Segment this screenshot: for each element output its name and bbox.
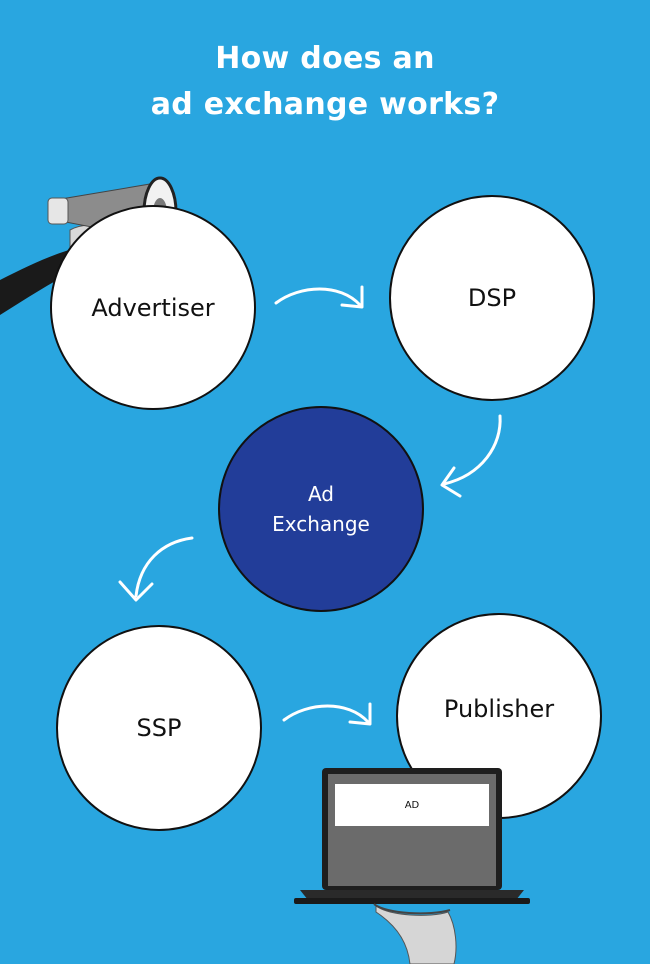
dsp-label: DSP bbox=[467, 284, 517, 312]
ad-exchange-label-line-1: Ad bbox=[307, 482, 334, 506]
arrow-icon bbox=[440, 414, 502, 498]
ad-exchange-label-line-2: Exchange bbox=[272, 512, 370, 536]
dsp-node: DSP bbox=[389, 195, 595, 401]
ssp-node: SSP bbox=[56, 625, 262, 831]
laptop-screen-ad-label: AD bbox=[404, 799, 420, 811]
laptop-screen-ad: AD bbox=[335, 784, 489, 826]
publisher-label: Publisher bbox=[443, 695, 555, 723]
advertiser-label: Advertiser bbox=[91, 293, 215, 322]
arrow-icon bbox=[282, 702, 372, 726]
page-title: How does an ad exchange works? bbox=[0, 36, 650, 128]
arrow-icon bbox=[274, 285, 364, 309]
arrow-icon bbox=[118, 536, 194, 602]
ad-exchange-node: Ad Exchange bbox=[218, 406, 424, 612]
advertiser-node: Advertiser bbox=[50, 205, 256, 410]
ssp-label: SSP bbox=[136, 714, 182, 742]
title-line-2: ad exchange works? bbox=[150, 87, 500, 122]
title-line-1: How does an bbox=[215, 41, 435, 76]
